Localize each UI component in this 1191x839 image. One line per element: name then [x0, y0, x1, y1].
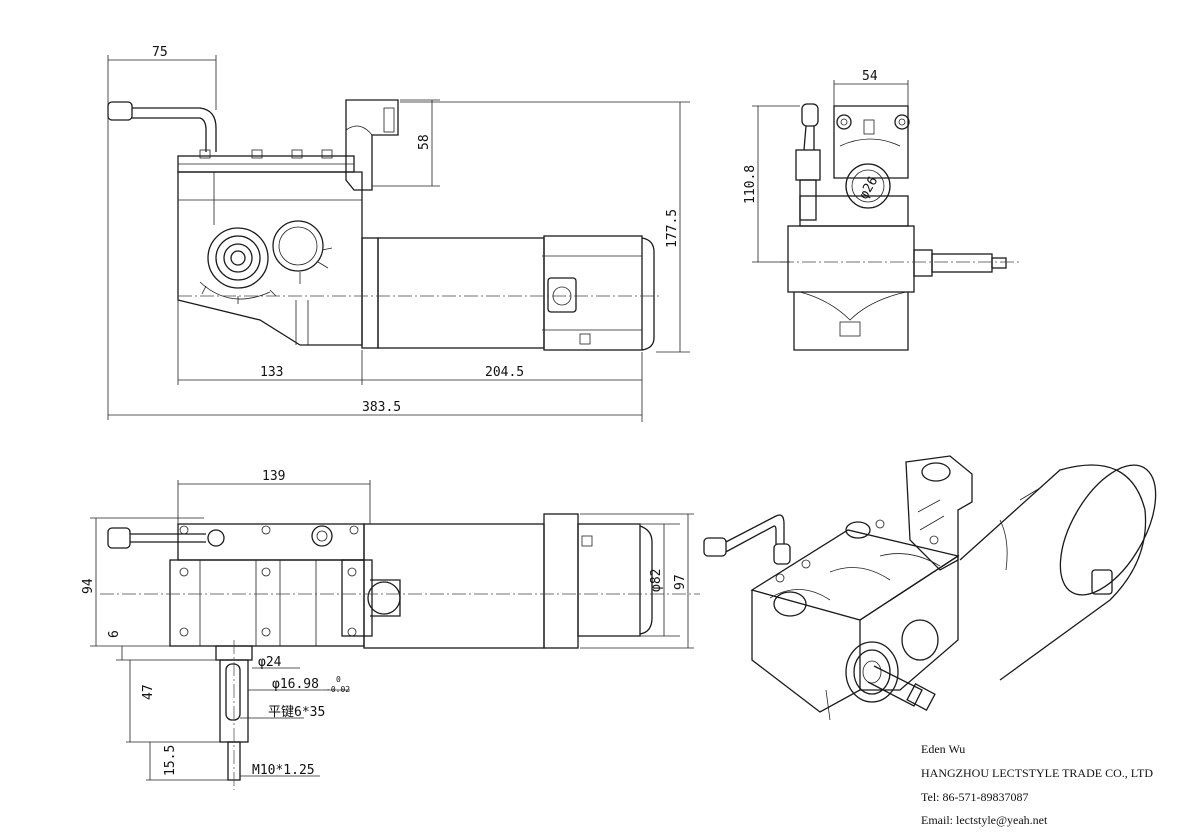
dim-6: 6	[107, 630, 122, 638]
side-view: 54 110.8 φ26	[743, 69, 1020, 351]
isometric-view	[703, 455, 1157, 721]
thread-label: M10*1.25	[252, 763, 315, 778]
dim-tol-upper: 0	[336, 675, 341, 684]
dim-94: 94	[81, 578, 96, 594]
contact-email: Email: lectstyle@yeah.net	[921, 813, 1048, 827]
dim-58: 58	[417, 134, 432, 150]
dim-75: 75	[152, 45, 168, 60]
dim-133: 133	[260, 365, 283, 380]
dim-phi16-98: φ16.98	[272, 677, 319, 692]
dim-177-5: 177.5	[665, 209, 680, 248]
contact-name: Eden Wu	[921, 742, 966, 756]
dim-204-5: 204.5	[485, 365, 524, 380]
dim-47: 47	[141, 684, 156, 700]
plan-view: 139 94 6 47 15.5 φ82 97 φ24 φ16.98 0 -0.…	[81, 469, 700, 790]
dim-110-8: 110.8	[743, 165, 758, 204]
dim-phi24: φ24	[258, 655, 282, 670]
dim-15-5: 15.5	[163, 745, 178, 776]
dim-tol-lower: -0.02	[326, 685, 350, 694]
dim-54: 54	[862, 69, 878, 84]
contact-company: HANGZHOU LECTSTYLE TRADE CO., LTD	[921, 766, 1153, 780]
front-view: 75 58 177.5 133 204.5 383.5	[107, 45, 690, 422]
dim-97: 97	[673, 574, 688, 590]
dim-phi82: φ82	[649, 569, 664, 592]
dim-139: 139	[262, 469, 285, 484]
dim-383-5: 383.5	[362, 400, 401, 415]
key-label: 平键6*35	[268, 705, 325, 720]
contact-tel: Tel: 86-571-89837087	[921, 790, 1029, 804]
